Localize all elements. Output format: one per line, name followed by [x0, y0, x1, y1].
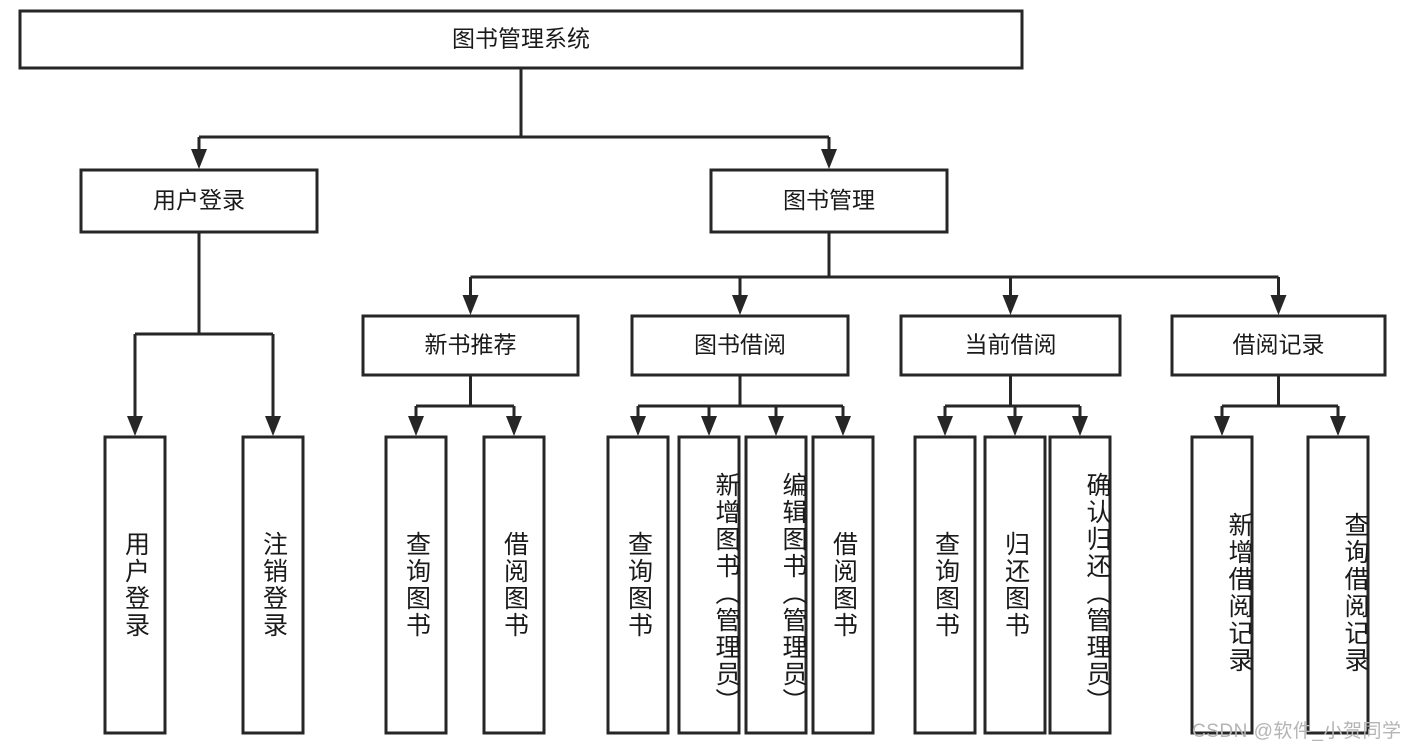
node-label-当前借阅: 当前借阅: [965, 332, 1057, 358]
arrow-head-icon: [1330, 416, 1346, 436]
leaf-box-2-查询图书[interactable]: [384, 435, 448, 735]
arrow-head-icon: [835, 416, 851, 436]
node-box-图书管理[interactable]: [709, 168, 949, 234]
arrow-head-icon: [265, 416, 281, 436]
leaf-box-8-查询图书[interactable]: [913, 435, 977, 735]
arrow-head-icon: [630, 416, 646, 436]
arrow-head-icon: [1214, 416, 1230, 436]
node-label-借阅记录: 借阅记录: [1233, 332, 1325, 358]
leaf-box-5-新增图书管理员[interactable]: [677, 435, 741, 735]
leaf-box-7-借阅图书[interactable]: [811, 435, 875, 735]
arrow-head-icon: [732, 295, 748, 315]
node-box-新书推荐[interactable]: [361, 314, 580, 377]
node-label-图书管理: 图书管理: [783, 187, 875, 213]
node-label-用户登录: 用户登录: [153, 187, 245, 213]
leaf-box-1-注销登录[interactable]: [241, 435, 305, 735]
connector-lines: [127, 68, 1346, 436]
node-box-用户登录[interactable]: [79, 168, 319, 234]
arrow-head-icon: [1002, 295, 1019, 315]
leaf-box-3-借阅图书[interactable]: [482, 435, 546, 735]
arrow-head-icon: [768, 416, 784, 436]
node-label-图书管理系统: 图书管理系统: [452, 26, 590, 52]
arrow-head-icon: [937, 416, 953, 436]
leaf-box-0-用户登录[interactable]: [103, 435, 167, 735]
arrow-head-icon: [701, 416, 717, 436]
arrow-head-icon: [1072, 416, 1088, 436]
node-box-图书管理系统[interactable]: [18, 9, 1024, 70]
arrow-head-icon: [821, 149, 837, 169]
leaf-box-9-归还图书[interactable]: [983, 435, 1047, 735]
leaf-box-4-查询图书[interactable]: [606, 435, 670, 735]
node-label-新书推荐: 新书推荐: [425, 332, 517, 358]
node-box-图书借阅[interactable]: [630, 314, 850, 377]
arrow-head-icon: [127, 416, 143, 436]
node-box-当前借阅[interactable]: [899, 314, 1122, 377]
arrow-head-icon: [408, 416, 424, 436]
leaf-box-10-确认归还管理员[interactable]: [1048, 435, 1112, 735]
leaf-box-12-查询借阅记录[interactable]: [1306, 435, 1370, 735]
arrow-head-icon: [1007, 416, 1023, 436]
node-box-借阅记录[interactable]: [1170, 314, 1387, 377]
node-boxes: [18, 9, 1387, 735]
leaf-box-6-编辑图书管理员[interactable]: [744, 435, 808, 735]
arrow-head-icon: [506, 416, 522, 436]
arrow-head-icon: [1270, 295, 1287, 315]
leaf-box-11-新增借阅记录[interactable]: [1190, 435, 1254, 735]
arrow-head-icon: [191, 149, 207, 169]
csdn-watermark: CSDN @软件_小贺同学: [1192, 721, 1402, 742]
node-label-图书借阅: 图书借阅: [694, 332, 786, 358]
arrow-head-icon: [462, 295, 479, 315]
